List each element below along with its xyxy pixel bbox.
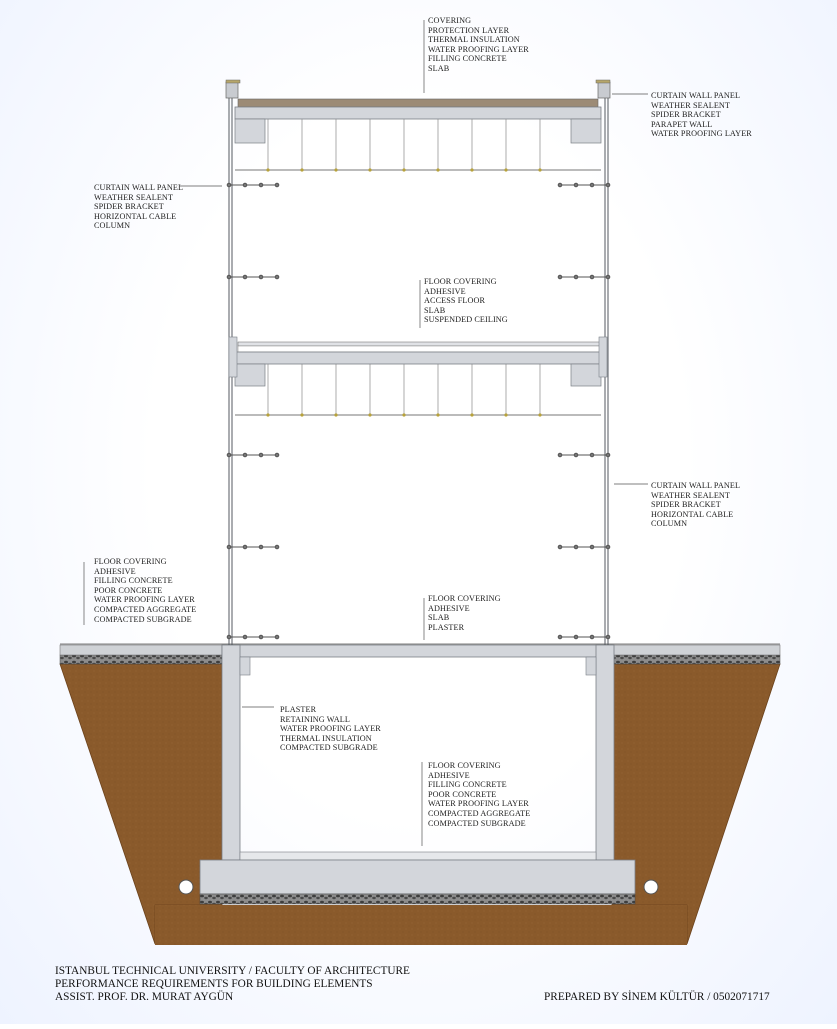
layer-label: FILLING CONCRETE (94, 576, 173, 586)
layer-label: FILLING CONCRETE (428, 780, 507, 790)
layer-label: THERMAL INSULATION (280, 733, 372, 743)
layer-label: WEATHER SEALENT (651, 490, 731, 500)
soil-bottom (155, 905, 687, 945)
footer-instructor: ASSIST. PROF. DR. MURAT AYGÜN (55, 991, 234, 1004)
mid-floor-finish (237, 341, 601, 347)
ground-floor-slab (221, 644, 613, 658)
roof-covering (237, 98, 599, 108)
layer-label: COVERING (428, 16, 472, 25)
retaining-wall-left (221, 644, 241, 861)
layer-label: FLOOR COVERING (94, 557, 167, 566)
mid-floor-access-floor (237, 345, 601, 353)
layer-label: PLASTER (280, 705, 317, 714)
layer-label: COLUMN (94, 221, 131, 231)
layer-label: WEATHER SEALENT (651, 100, 731, 110)
layer-label: WATER PROOFING LAYER (280, 724, 381, 734)
layer-label: ADHESIVE (428, 603, 470, 613)
layer-label: POOR CONCRETE (94, 585, 163, 595)
layer-label: ADHESIVE (94, 566, 136, 576)
parapet-left (225, 81, 239, 99)
soil-fill (59, 663, 223, 945)
layer-label: FLOOR COVERING (424, 277, 497, 286)
layer-label: WATER PROOFING LAYER (428, 44, 529, 54)
mid-ceiling-hangers (266, 364, 542, 417)
layer-label: ADHESIVE (428, 770, 470, 780)
footer-university: ISTANBUL TECHNICAL UNIVERSITY / FACULTY … (55, 965, 410, 977)
parapet-right (597, 81, 611, 99)
layer-label: PLASTER (428, 622, 465, 632)
drain-pipe-left (178, 879, 194, 895)
layer-label: ADHESIVE (424, 286, 466, 296)
layer-label: COMPACTED AGGREGATE (428, 808, 531, 818)
soil-fill-right (611, 663, 781, 945)
gravel-layer-right (611, 654, 781, 665)
retaining-wall-right (595, 644, 615, 861)
layer-label: FLOOR COVERING (428, 761, 501, 770)
basement-raft (199, 859, 636, 895)
layer-label: COMPACTED SUBGRADE (94, 614, 192, 624)
layer-label: WATER PROOFING LAYER (428, 799, 529, 809)
drain-pipe-right (643, 879, 659, 895)
layer-label: WATER PROOFING LAYER (94, 595, 195, 605)
layer-label: FLOOR COVERING (428, 594, 501, 603)
layer-label: HORIZONTAL CABLE (651, 509, 734, 519)
leader-lines (83, 20, 648, 846)
roof-slab (234, 106, 602, 120)
layer-label: ACCESS FLOOR (424, 296, 486, 306)
layer-label: PARAPET WALL (651, 119, 713, 129)
mid-floor-slab (234, 351, 602, 365)
layer-label: THERMAL INSULATION (428, 35, 520, 45)
layer-label: HORIZONTAL CABLE (94, 211, 177, 221)
layer-label: CURTAIN WALL PANEL (651, 481, 741, 490)
layer-label: COMPACTED AGGREGATE (94, 604, 197, 614)
layer-label: FILLING CONCRETE (428, 54, 507, 64)
layer-label: COMPACTED SUBGRADE (428, 818, 526, 828)
layer-label: CURTAIN WALL PANEL (651, 91, 741, 100)
basement-gravel (199, 893, 636, 905)
layer-label: SPIDER BRACKET (651, 500, 721, 510)
layer-label: SUSPENDED CEILING (424, 315, 508, 325)
footer-course: PERFORMANCE REQUIREMENTS FOR BUILDING EL… (55, 978, 373, 991)
layer-label: WATER PROOFING LAYER (651, 129, 752, 139)
layer-label: SLAB (424, 305, 446, 315)
ground-slab-right (611, 644, 781, 656)
basement-floor-finish (239, 851, 597, 861)
spider-brackets (226, 182, 611, 640)
layer-label: CURTAIN WALL PANEL (94, 183, 184, 192)
layer-label: RETAINING WALL (280, 714, 350, 724)
gravel-layer-left (59, 654, 225, 665)
footer-credits: ISTANBUL TECHNICAL UNIVERSITY / FACULTY … (55, 965, 410, 1005)
footer-prepared-by: PREPARED BY SİNEM KÜLTÜR / 0502071717 (544, 991, 770, 1003)
ground-slab-left (59, 644, 225, 656)
layer-label: PROTECTION LAYER (428, 25, 510, 35)
layer-label: WEATHER SEALENT (94, 192, 174, 202)
layer-label: POOR CONCRETE (428, 789, 497, 799)
roof-ceiling-hangers (266, 119, 542, 172)
layer-label: SPIDER BRACKET (94, 202, 164, 212)
layer-label: COMPACTED SUBGRADE (280, 743, 378, 753)
layer-label: COLUMN (651, 519, 688, 529)
layer-label: SLAB (428, 613, 450, 623)
layer-label: SPIDER BRACKET (651, 110, 721, 120)
layer-label: SLAB (428, 63, 450, 73)
